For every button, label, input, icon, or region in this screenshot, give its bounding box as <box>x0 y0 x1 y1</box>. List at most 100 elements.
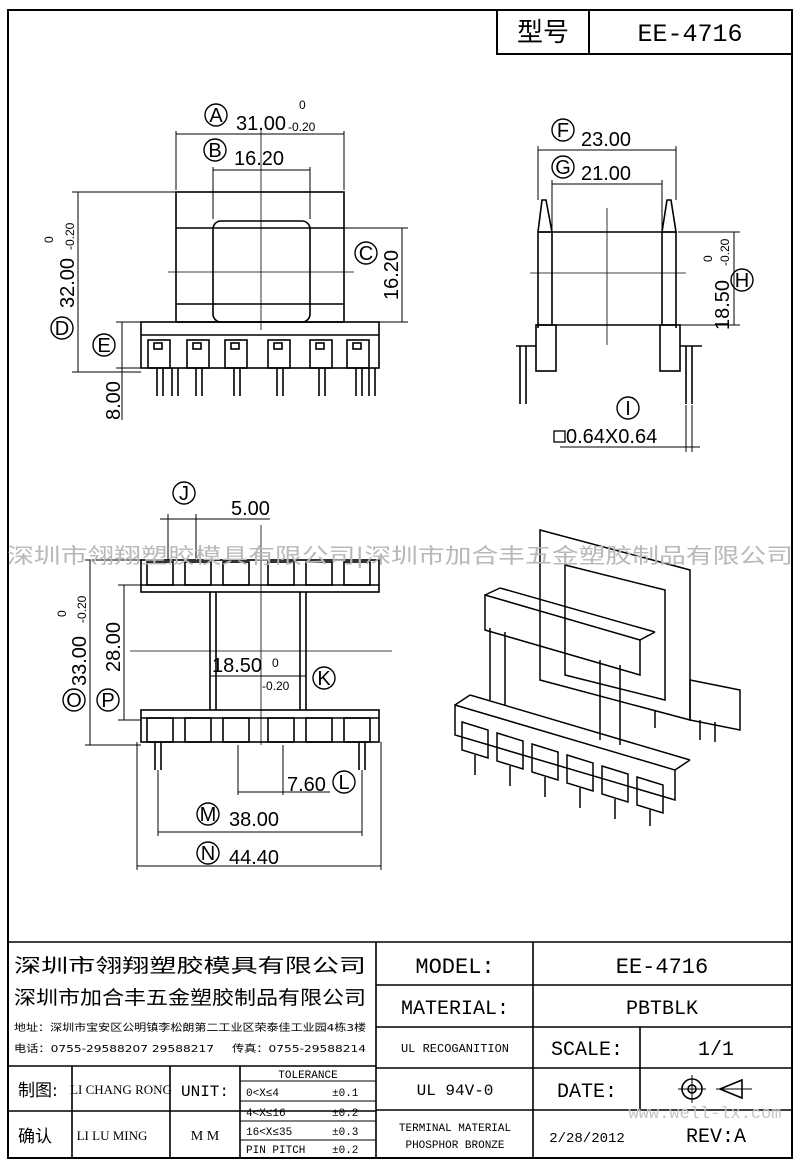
tolerance-value-3: ±0.3 <box>332 1127 358 1139</box>
dim-P-letter: P <box>101 690 114 712</box>
dim-B-letter: B <box>208 140 221 162</box>
tolerance-value-4: ±0.2 <box>332 1145 358 1157</box>
dim-F-letter: F <box>557 120 569 142</box>
dim-F-marker <box>551 118 575 142</box>
terminal-material-line2: PHOSPHOR BRONZE <box>405 1140 504 1152</box>
dim-K-tol-lower: -0.20 <box>262 679 290 693</box>
header-model-value: EE-4716 <box>637 20 742 49</box>
dim-N-value: 44.40 <box>229 847 279 869</box>
company-name-1: 深圳市翎翔塑胶模具有限公司 <box>14 955 366 977</box>
tolerance-range-1: 0<X≤4 <box>246 1088 279 1100</box>
dim-B-value: 16.20 <box>234 148 284 170</box>
square-section-icon <box>553 430 566 443</box>
dim-O-tol-upper: 0 <box>55 610 69 617</box>
material-value: PBTBLK <box>626 998 698 1021</box>
dim-I-letter: I <box>625 398 631 420</box>
dim-O-tol-lower: -0.20 <box>75 595 89 623</box>
dim-G-marker <box>551 155 575 179</box>
material-label: MATERIAL: <box>401 998 509 1021</box>
dim-H-tol-lower: -0.20 <box>718 238 732 266</box>
title-block <box>8 941 792 1158</box>
dim-J-marker <box>172 481 196 505</box>
dim-H-tol-upper: 0 <box>701 255 715 262</box>
dim-M-value: 38.00 <box>229 809 279 831</box>
dim-F-value: 23.00 <box>581 129 631 151</box>
dim-I-value: 0.64X0.64 <box>566 426 657 448</box>
date-label: DATE: <box>557 1081 617 1104</box>
unit-label: UNIT: <box>181 1083 229 1101</box>
dim-E-letter: E <box>97 335 110 357</box>
dim-E-marker <box>92 333 116 357</box>
dim-O-marker <box>62 688 86 712</box>
dim-G-letter: G <box>555 157 571 179</box>
dim-K-letter: K <box>317 668 331 690</box>
tolerance-range-4: PIN PITCH <box>246 1145 305 1157</box>
dim-H-value: 18.50 <box>712 280 734 330</box>
date-value: 2/28/2012 <box>549 1131 625 1147</box>
dim-M-letter: M <box>200 804 217 826</box>
tolerance-range-3: 16<X≤35 <box>246 1127 292 1139</box>
dim-H-letter: H <box>735 270 749 292</box>
front-view-terminals <box>147 339 370 369</box>
checked-label: 确认 <box>18 1127 52 1147</box>
company-name-2: 深圳市加合丰五金塑胶制品有限公司 <box>14 987 366 1009</box>
bottom-view <box>85 514 392 870</box>
dim-L-letter: L <box>338 772 349 794</box>
tolerance-value-1: ±0.1 <box>332 1088 359 1100</box>
dim-A-tol-lower: -0.20 <box>288 120 316 134</box>
dim-P-marker <box>96 688 120 712</box>
dim-A-letter: A <box>209 105 223 127</box>
ul-label: UL RECOGANITION <box>401 1042 509 1056</box>
title-block-text: 深圳市翎翔塑胶模具有限公司 深圳市加合丰五金塑胶制品有限公司 地址：深圳市宝安区… <box>14 955 746 1157</box>
checked-by: LI LU MING <box>77 1128 148 1143</box>
dim-O-letter: O <box>66 690 82 712</box>
rev-label: REV:A <box>686 1126 746 1149</box>
dim-D-tol-lower: -0.20 <box>63 222 77 250</box>
company-phone: 电话：0755-29588207 29588217 <box>14 1042 214 1055</box>
dim-J-value: 5.00 <box>231 498 270 520</box>
dim-D-marker <box>50 316 74 340</box>
model-value: EE-4716 <box>616 955 708 980</box>
ul-value: UL 94V-0 <box>417 1082 494 1100</box>
watermark-text: 深圳市翎翔塑胶模具有限公司|深圳市加合丰五金塑胶制品有限公司 <box>7 544 793 569</box>
tolerance-title: TOLERANCE <box>278 1070 338 1082</box>
header-model-box: 型号 EE-4716 <box>496 9 793 55</box>
dim-M-marker <box>196 802 220 826</box>
dim-D-tol-upper: 0 <box>42 236 56 243</box>
scale-value: 1/1 <box>698 1039 734 1062</box>
side-view <box>516 146 740 452</box>
dim-N-letter: N <box>201 843 215 865</box>
company-address: 地址：深圳市宝安区公明镇李松朗第二工业区荣泰佳工业园4栋3楼 <box>14 1021 366 1034</box>
isometric-pins <box>474 755 651 826</box>
dim-G-value: 21.00 <box>581 163 631 185</box>
dim-D-value: 32.00 <box>57 258 79 308</box>
front-view <box>72 130 408 420</box>
drawn-label: 制图: <box>18 1081 58 1101</box>
dim-L-marker <box>332 770 356 794</box>
terminal-material-line1: TERMINAL MATERIAL <box>399 1123 511 1135</box>
drawn-by: LI CHANG RONG <box>70 1082 172 1097</box>
dim-C-letter: C <box>359 243 373 265</box>
dim-K-marker <box>312 666 336 690</box>
dim-C-marker <box>354 241 378 265</box>
header-model-label: 型号 <box>517 18 569 48</box>
dim-A-tol-upper: 0 <box>299 98 306 112</box>
dim-P-value: 28.00 <box>103 622 125 672</box>
bottom-view-terminals-top <box>146 561 371 586</box>
dim-J-letter: J <box>179 483 189 505</box>
dim-K-value: 18.50 <box>212 655 262 677</box>
isometric-view <box>454 529 741 826</box>
drawing-frame <box>7 9 793 1159</box>
tolerance-value-2: ±0.2 <box>332 1108 358 1120</box>
unit-value: M M <box>191 1129 220 1144</box>
scale-label: SCALE: <box>551 1039 623 1062</box>
company-fax: 传真：0755-29588214 <box>232 1042 366 1055</box>
projection-symbol-icon <box>678 1075 752 1103</box>
dim-A-value: 31.00 <box>236 113 286 135</box>
bottom-view-terminals-bottom <box>146 717 371 743</box>
bottom-view-dimensions: J 5.00 K 18.50 0 -0.20 L 7.60 M 38.00 N … <box>55 481 356 869</box>
dim-I-marker <box>616 396 640 420</box>
dim-K-tol-upper: 0 <box>272 656 279 670</box>
side-view-dimensions: F 23.00 G 21.00 H 18.50 0 -0.20 I 0.64X0… <box>551 118 754 448</box>
